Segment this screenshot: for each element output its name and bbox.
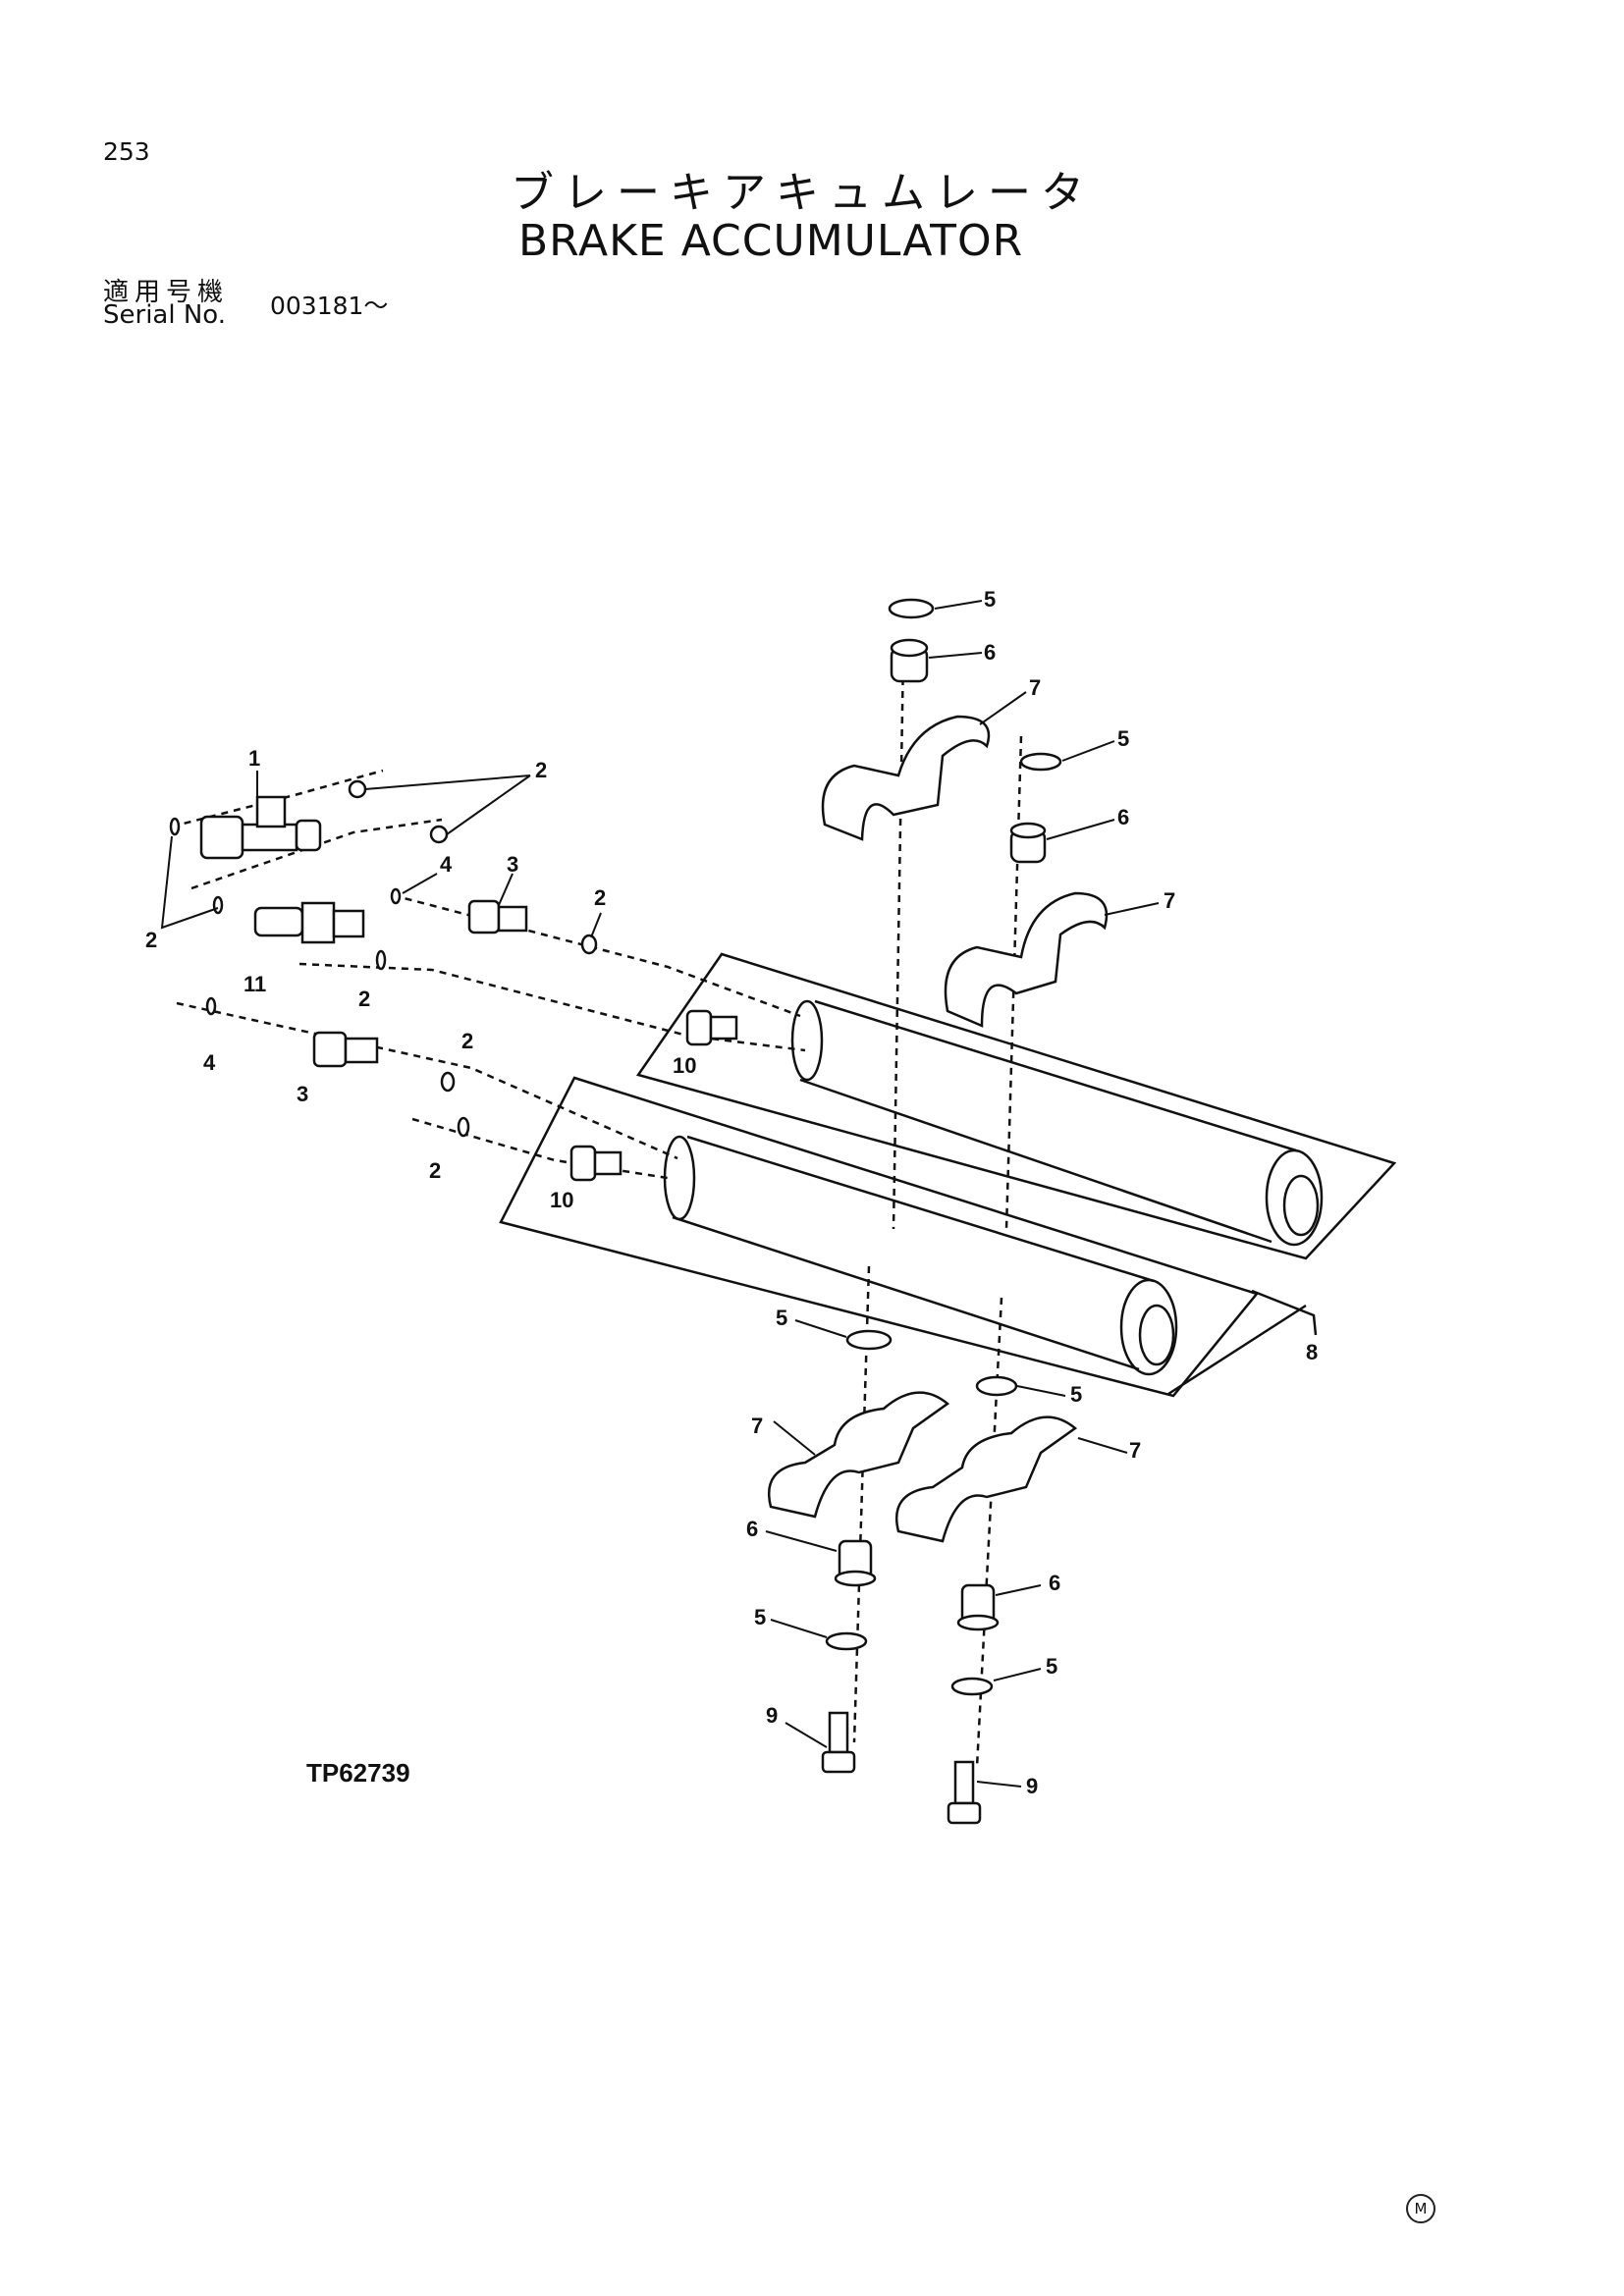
callout-6: 6 xyxy=(746,1517,758,1541)
adapter-part-3-upper xyxy=(467,899,528,934)
bushing-part-6-top-a xyxy=(890,638,929,683)
adapter-part-11 xyxy=(253,901,365,944)
callout-2: 2 xyxy=(429,1158,441,1183)
callout-9: 9 xyxy=(766,1703,778,1728)
callout-5: 5 xyxy=(984,587,996,612)
clamp-part-7-top-b xyxy=(944,891,1109,1028)
connector-part-10-upper xyxy=(685,1009,738,1046)
washer-part-5-top-b xyxy=(1019,752,1062,772)
lower-accumulator-assembly xyxy=(499,1076,1260,1398)
o-ring-part-2-e xyxy=(375,949,387,971)
o-ring-part-2-g xyxy=(440,1071,456,1093)
callout-6: 6 xyxy=(984,640,996,665)
serial-label-english: Serial No. xyxy=(103,300,226,330)
callout-2: 2 xyxy=(145,928,157,952)
callout-10: 10 xyxy=(550,1188,573,1212)
o-ring-part-2-c xyxy=(169,817,181,836)
callout-2: 2 xyxy=(594,885,606,910)
seal-part-4-a xyxy=(390,887,402,905)
bolt-part-9-a xyxy=(821,1711,856,1774)
serial-value: 003181～ xyxy=(270,292,389,320)
washer-part-5-top-a xyxy=(888,598,935,619)
callout-7: 7 xyxy=(1129,1438,1141,1463)
drawing-code: TP62739 xyxy=(306,1758,410,1788)
adapter-part-3-lower xyxy=(312,1031,379,1068)
callout-5: 5 xyxy=(754,1605,766,1629)
callout-5: 5 xyxy=(776,1306,787,1330)
circled-m-mark: M xyxy=(1406,2194,1435,2223)
bushing-part-6-top-b xyxy=(1009,822,1047,864)
bolt-part-9-b xyxy=(947,1760,982,1825)
o-ring-part-2-f xyxy=(580,934,598,955)
clamp-part-7-bottom-b xyxy=(895,1415,1078,1543)
title-japanese: ブレーキアキュムレータ xyxy=(511,168,1094,218)
o-ring-part-2-d xyxy=(212,895,224,915)
callout-5: 5 xyxy=(1117,726,1129,751)
o-ring-part-2-h xyxy=(457,1116,470,1138)
callout-2: 2 xyxy=(535,758,547,782)
callout-2: 2 xyxy=(461,1029,473,1053)
connector-part-10-lower xyxy=(569,1145,623,1182)
callout-7: 7 xyxy=(751,1414,763,1438)
serial-label-japanese: 適用号機 xyxy=(103,278,230,307)
callout-9: 9 xyxy=(1026,1774,1038,1798)
seal-part-4-b xyxy=(205,996,217,1016)
washer-part-5-bottom-d xyxy=(950,1677,994,1696)
bushing-part-6-bottom-a xyxy=(834,1539,877,1587)
callout-7: 7 xyxy=(1029,675,1041,700)
clamp-part-7-bottom-a xyxy=(768,1391,950,1519)
callout-1: 1 xyxy=(248,746,260,771)
washer-part-5-bottom-a xyxy=(845,1329,893,1351)
clamp-part-7-top-a xyxy=(821,715,991,841)
callout-8: 8 xyxy=(1306,1340,1318,1364)
bushing-part-6-bottom-b xyxy=(956,1583,1000,1631)
upper-accumulator-assembly xyxy=(635,952,1397,1260)
callout-11: 11 xyxy=(244,972,266,996)
callout-6: 6 xyxy=(1049,1571,1060,1595)
washer-part-5-bottom-c xyxy=(825,1631,868,1651)
callout-5: 5 xyxy=(1046,1654,1057,1679)
o-ring-part-2-b xyxy=(429,825,449,844)
elbow-fitting-part-1 xyxy=(199,795,322,860)
o-ring-part-2-a xyxy=(348,779,367,799)
callout-4: 4 xyxy=(203,1050,216,1075)
callout-3: 3 xyxy=(297,1082,308,1106)
callout-10: 10 xyxy=(673,1053,696,1078)
title-english: BRAKE ACCUMULATOR xyxy=(518,216,1024,266)
callout-6: 6 xyxy=(1117,805,1129,829)
callout-2: 2 xyxy=(358,987,370,1011)
page-number: 253 xyxy=(103,137,150,166)
washer-part-5-bottom-b xyxy=(975,1375,1018,1397)
callout-4: 4 xyxy=(440,852,453,877)
callout-7: 7 xyxy=(1164,888,1175,913)
callout-3: 3 xyxy=(507,852,518,877)
callout-5: 5 xyxy=(1070,1382,1082,1407)
